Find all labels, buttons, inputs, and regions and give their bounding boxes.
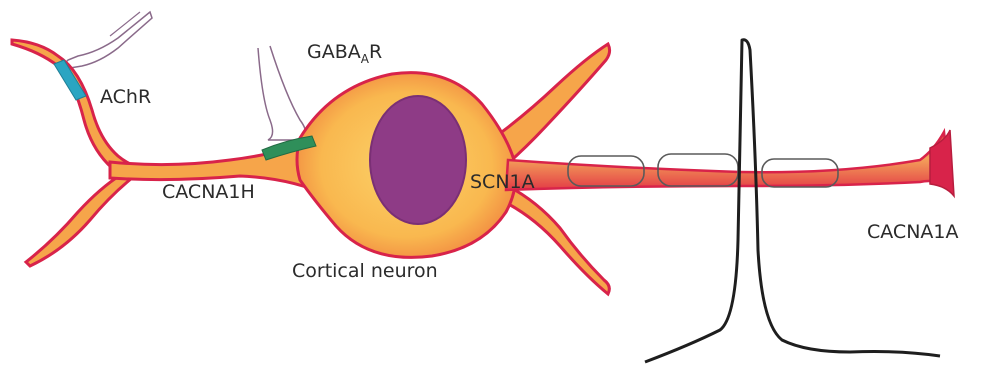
axon <box>506 132 950 190</box>
gaba-presynaptic-terminal-icon <box>258 46 306 140</box>
gaba-label-main: GABA <box>307 41 361 63</box>
action-potential-icon <box>645 40 940 362</box>
lower-left-dendrite <box>26 174 132 266</box>
cacna1h-label: CACNA1H <box>162 181 255 203</box>
achr-presynaptic-terminal-icon <box>65 12 152 68</box>
cacna1a-label: CACNA1A <box>867 221 959 243</box>
scn1a-label: SCN1A <box>470 171 535 193</box>
cortical-neuron-label: Cortical neuron <box>292 260 438 282</box>
gabaar-label: GABAAR <box>307 41 382 66</box>
achr-label: AChR <box>100 86 151 108</box>
axon-terminal <box>930 130 954 196</box>
gaba-label-tail: R <box>369 41 382 63</box>
nucleus <box>370 96 466 224</box>
